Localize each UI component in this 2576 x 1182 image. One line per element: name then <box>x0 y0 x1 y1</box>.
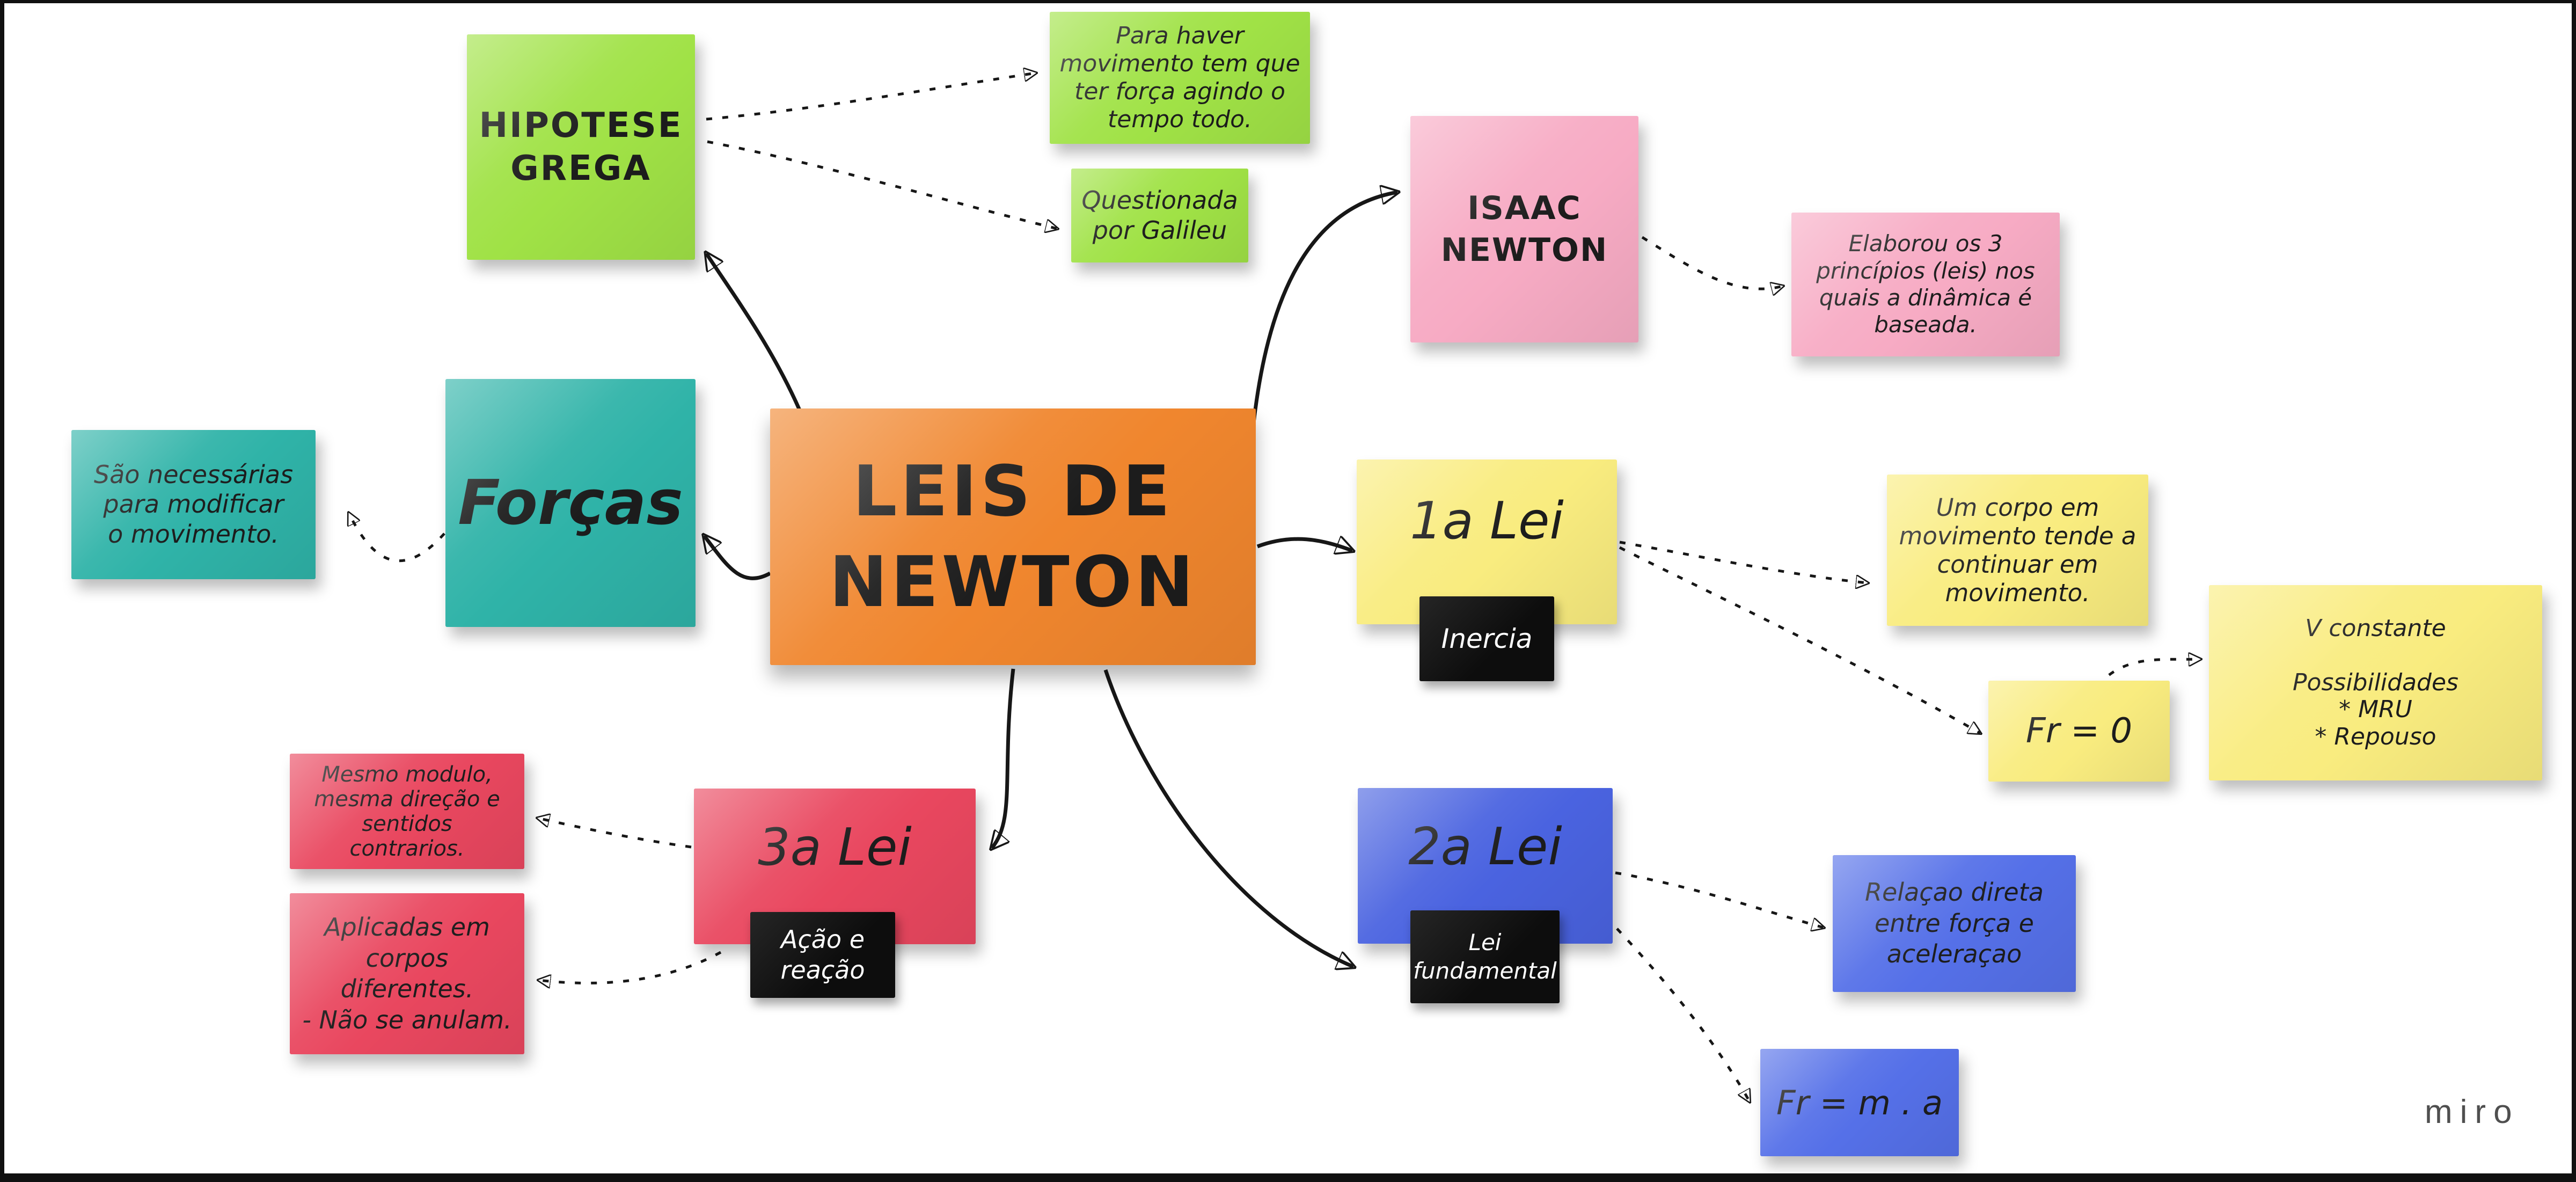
connector-fr0-to-vconstante[interactable] <box>2096 659 2200 687</box>
note-v-constante-possibilidades[interactable]: V constante Possibilidades * MRU * Repou… <box>2209 585 2542 780</box>
connector-center-to-forcas[interactable] <box>704 536 771 580</box>
connector-lei2-to-relacao[interactable] <box>1615 871 1824 928</box>
note-2a-lei[interactable]: 2a Lei <box>1358 788 1613 944</box>
connector-center-to-lei2[interactable] <box>1103 669 1353 967</box>
note-mesmo-modulo[interactable]: Mesmo modulo, mesma direção e sentidos c… <box>290 754 524 869</box>
note-sao-necessarias[interactable]: São necessárias para modificar o movimen… <box>71 430 316 579</box>
tag-lei-fundamental[interactable]: Lei fundamental <box>1410 910 1560 1003</box>
connector-isaac-to-elaborou[interactable] <box>1641 236 1783 289</box>
connector-hipotese-to-questionada[interactable] <box>707 140 1057 229</box>
note-leis-de-newton-center[interactable]: LEIS DE NEWTON <box>770 408 1256 665</box>
connector-lei2-to-frma[interactable] <box>1616 928 1750 1101</box>
note-forcas[interactable]: Forças <box>445 379 696 627</box>
note-hipotese-grega[interactable]: HIPOTESE GREGA <box>467 34 695 260</box>
note-para-haver-movimento[interactable]: Para haver movimento tem que ter força a… <box>1050 12 1310 144</box>
note-questionada-por-galileu[interactable]: Questionada por Galileu <box>1071 169 1248 262</box>
connector-center-to-isaac[interactable] <box>1252 192 1397 424</box>
connector-hipotese-to-parahaver[interactable] <box>706 73 1036 121</box>
connector-center-to-lei3[interactable] <box>992 668 1015 848</box>
note-isaac-newton[interactable]: ISAAC NEWTON <box>1410 116 1638 342</box>
note-um-corpo-em-movimento[interactable]: Um corpo em movimento tende a continuar … <box>1887 475 2148 626</box>
connector-center-to-hipotese[interactable] <box>706 253 802 411</box>
connector-lei1-to-umcorpo[interactable] <box>1619 541 1868 583</box>
note-fr-igual-ma[interactable]: Fr = m . a <box>1760 1049 1959 1156</box>
note-relacao-direta[interactable]: Relaçao direta entre força e aceleraçao <box>1833 855 2076 992</box>
tag-inercia[interactable]: Inercia <box>1419 596 1554 681</box>
connector-forcas-to-saonecessarias[interactable] <box>349 513 445 563</box>
connector-lei3-to-mesmomodulo[interactable] <box>538 818 692 849</box>
note-aplicadas-em-corpos[interactable]: Aplicadas em corpos diferentes. - Não se… <box>290 893 524 1054</box>
note-elaborou-principios[interactable]: Elaborou os 3 princípios (leis) nos quai… <box>1791 213 2060 356</box>
tag-acao-e-reacao[interactable]: Ação e reação <box>750 912 895 998</box>
note-fr-igual-0[interactable]: Fr = 0 <box>1988 681 2170 782</box>
connector-center-to-lei1[interactable] <box>1256 539 1352 551</box>
connector-lei1-to-fr0[interactable] <box>1619 546 1980 733</box>
connector-lei3-to-aplicadas[interactable] <box>539 951 722 983</box>
miro-logo: miro <box>2425 1093 2520 1130</box>
connector-layer <box>4 3 2576 1182</box>
note-3a-lei[interactable]: 3a Lei <box>694 789 976 944</box>
